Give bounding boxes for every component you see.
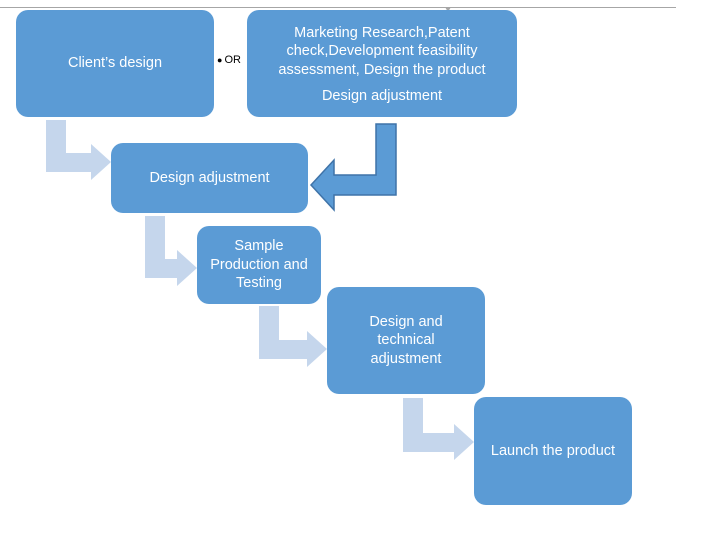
research-sub-label: Design adjustment bbox=[321, 88, 443, 104]
arrow-technical-to-launch bbox=[403, 398, 474, 460]
or-label: ●OR bbox=[217, 53, 241, 67]
sample-line-3: Testing bbox=[236, 275, 282, 292]
launch-product-box: Launch the product bbox=[474, 397, 632, 505]
sample-line-1: Sample bbox=[234, 238, 284, 255]
arrow-client-to-adjustment bbox=[46, 120, 111, 180]
design-adjustment-box: Design adjustment bbox=[111, 143, 308, 213]
or-text: OR bbox=[224, 54, 241, 66]
design-adjustment-label: Design adjustment bbox=[149, 169, 270, 186]
client-design-box: Client’s design bbox=[16, 10, 214, 117]
research-line-3: assessment, Design the product bbox=[278, 61, 486, 78]
sample-line-2: Production and bbox=[210, 256, 308, 273]
arrow-sample-to-technical bbox=[259, 306, 327, 367]
arrow-adjustment-to-sample bbox=[145, 216, 197, 286]
sample-production-testing-box: Sample Production and Testing bbox=[197, 226, 321, 304]
top-rule-marker bbox=[445, 7, 451, 12]
research-box: Marketing Research,Patent check,Developm… bbox=[247, 10, 517, 117]
research-line-1: Marketing Research,Patent bbox=[294, 24, 470, 41]
design-technical-adjustment-box: Design and technical adjustment bbox=[327, 287, 485, 394]
launch-product-label: Launch the product bbox=[490, 442, 616, 459]
client-design-label: Client’s design bbox=[67, 55, 163, 72]
technical-line-2: technical bbox=[377, 332, 435, 349]
bullet-icon: ● bbox=[217, 55, 223, 65]
top-rule bbox=[0, 7, 676, 8]
research-line-2: check,Development feasibility bbox=[286, 43, 478, 59]
technical-line-1: Design and bbox=[369, 313, 443, 330]
arrow-research-to-adjustment bbox=[309, 123, 397, 212]
technical-line-3: adjustment bbox=[370, 350, 442, 367]
